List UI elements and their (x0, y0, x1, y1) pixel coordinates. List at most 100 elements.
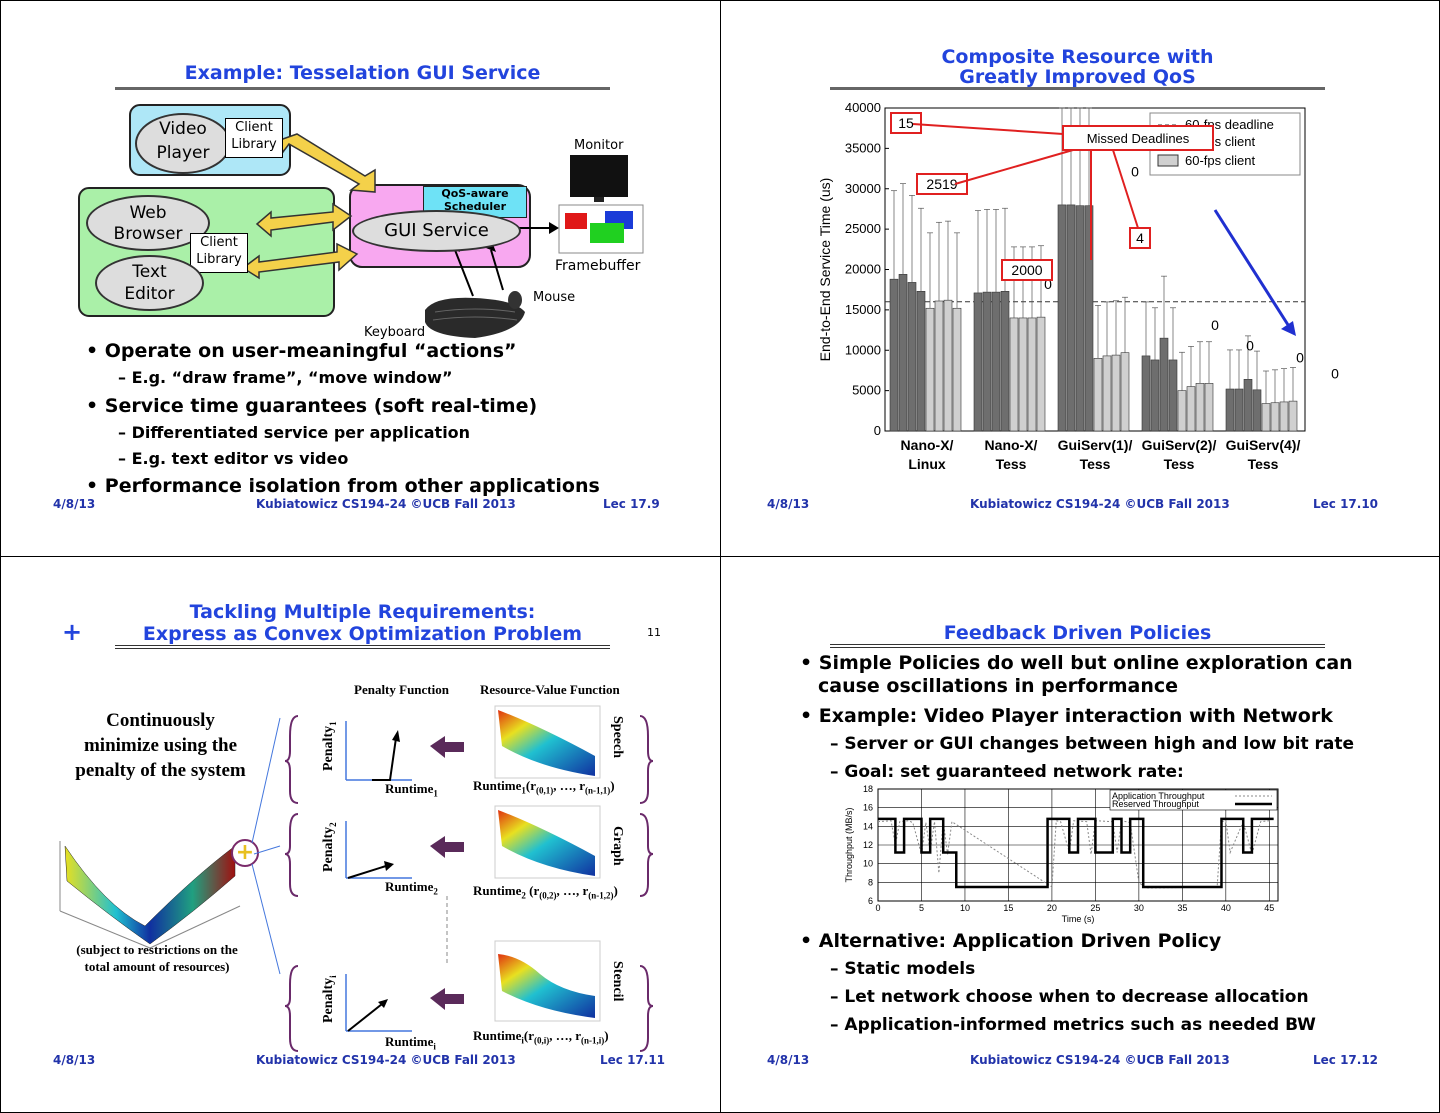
y-tick-label: 25000 (845, 221, 881, 236)
rvf-mid: , …, r (553, 778, 586, 793)
rvf-surface-speech (494, 705, 601, 779)
y-tick-label: 5000 (852, 383, 881, 398)
connector-line (253, 845, 281, 855)
missed-deadlines-box (1062, 125, 1214, 151)
rvf-args-subscript: (0,1) (536, 785, 554, 796)
bullet-1: • Simple Policies do well but online exp… (800, 652, 1353, 674)
page-number: 11 (647, 626, 661, 639)
title-rule (830, 87, 1325, 90)
penalty-graph-1 (345, 721, 412, 781)
series-line (878, 817, 1274, 889)
legend-label: Reserved Throughput (1112, 799, 1199, 809)
system-penalty-surface (59, 841, 241, 949)
bullet-2: • Example: Video Player interaction with… (800, 705, 1333, 727)
sub-bullet-4: – Let network choose when to decrease al… (830, 987, 1309, 1007)
x-tick-label: Tess (1248, 456, 1279, 472)
stencil-label: Stencil (610, 961, 625, 1002)
bar (1177, 390, 1187, 432)
bar (916, 291, 926, 432)
rvf-args-subscript: (n-1,i) (581, 1035, 605, 1046)
missed-count-label: 4 (1136, 230, 1144, 246)
bar (1234, 388, 1244, 432)
slide-2: Composite Resource with Greatly Improved… (720, 0, 1440, 556)
client-library-box-2: Client Library (190, 233, 248, 273)
title-rule-2 (115, 648, 610, 649)
bar (943, 299, 953, 432)
missed-count-box (1001, 259, 1053, 281)
keyboard-arrow (454, 249, 474, 297)
slide-title: Feedback Driven Policies (943, 622, 1212, 644)
purple-arrow (430, 836, 464, 858)
bar (1075, 205, 1085, 432)
mouse-label: Mouse (533, 290, 576, 305)
rvf-surface-stencil (494, 940, 601, 1022)
legend-label: Application Throughput (1112, 791, 1205, 801)
bar (1120, 352, 1130, 432)
arrowhead (549, 222, 559, 234)
rvf-args-subscript: (n-1,1) (585, 785, 611, 796)
arrow-video (279, 133, 376, 193)
bullet-2: • Service time guarantees (soft real-tim… (86, 395, 538, 417)
x-tick-label: Tess (996, 456, 1027, 472)
sub-bullet-3: – Static models (830, 959, 976, 979)
sub-bullet-1: – E.g. “draw frame”, “move window” (118, 368, 453, 387)
x-tick-label: 35 (1177, 903, 1187, 913)
bullet-1-cont: cause oscillations in performance (818, 675, 1178, 697)
x-tick-label: Tess (1164, 456, 1195, 472)
x-tick-label: 15 (1003, 903, 1013, 913)
slide-3: + 11 Tackling Multiple Requirements: Exp… (0, 556, 720, 1112)
rvf-args-subscript: (n-1,2) (588, 890, 614, 901)
bar (898, 274, 908, 432)
bar (1288, 400, 1298, 432)
rvf-mid: , …, r (556, 883, 589, 898)
bar (934, 300, 944, 432)
title-line-1: Composite Resource with (941, 46, 1214, 68)
title-rule (830, 644, 1325, 645)
missed-count-box (916, 173, 968, 195)
y-tick-label: 30000 (845, 181, 881, 196)
arrow-browser (255, 202, 353, 238)
restriction-text: (subject to restrictions on the total am… (76, 942, 238, 974)
bar (973, 292, 983, 432)
penalty-1-label: Penalty1 (321, 721, 338, 771)
x-tick-label: Nano-X/ (985, 437, 1038, 453)
rvf-args: (r (525, 883, 540, 898)
y-tick-label: 20000 (845, 262, 881, 277)
x-tick-label: 30 (1134, 903, 1144, 913)
title-rule (115, 645, 610, 646)
web-browser-label: Web Browser (113, 203, 183, 244)
footer-center: Kubiatowicz CS194-24 ©UCB Fall 2013 (256, 1053, 516, 1067)
framebuffer-label: Framebuffer (555, 258, 641, 274)
slide-title: Tackling Multiple Requirements: Express … (115, 601, 610, 645)
y-tick-label: 35000 (845, 140, 881, 155)
bar (1141, 355, 1151, 432)
runtime-text: Runtime (385, 781, 434, 796)
x-tick-label: GuiServ(1)/ (1058, 437, 1133, 453)
penalty-function-header: Penalty Function (354, 682, 449, 697)
rvf-1-label: Runtime1(r(0,1), …, r(n-1,1)) (473, 778, 615, 796)
x-tick-label: 5 (919, 903, 924, 913)
missed-count-label: 0 (1211, 317, 1219, 333)
annotation-arrow (1112, 149, 1139, 229)
rvf-args-subscript: (0,2) (539, 890, 557, 901)
rvf-close: ) (610, 778, 615, 793)
bar (1159, 337, 1169, 432)
bar (1204, 383, 1214, 432)
penalty-text: Penalty (321, 725, 336, 771)
bullet-text: Operate on user-meaningful “actions” (104, 340, 517, 362)
y-tick-label: 6 (868, 896, 873, 906)
penalty-text: Penalty (321, 977, 336, 1023)
penalty-subscript: 2 (327, 822, 338, 827)
bar (1102, 355, 1112, 432)
rvf-args-subscript: (0,i) (534, 1035, 550, 1046)
x-tick-label: 45 (1264, 903, 1274, 913)
y-tick-label: 10000 (845, 342, 881, 357)
y-tick-label: 8 (868, 877, 873, 887)
monitor-stand (594, 197, 604, 202)
bar (925, 307, 935, 432)
y-tick-label: 40000 (845, 100, 881, 115)
brace-right (639, 715, 654, 804)
footer-date: 4/8/13 (53, 497, 96, 511)
x-tick-label: 25 (1090, 903, 1100, 913)
